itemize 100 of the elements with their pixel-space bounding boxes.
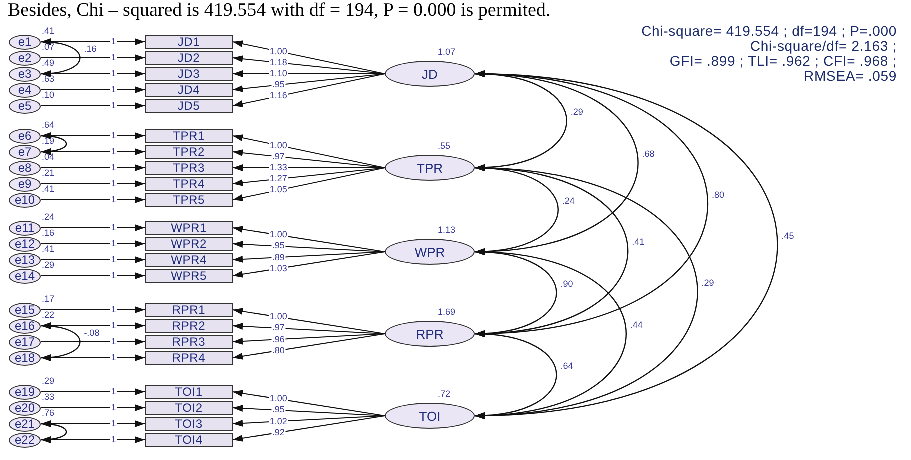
- error-circle: e16: [9, 318, 41, 334]
- edge-label: 1.00: [268, 230, 288, 240]
- indicator-box: TOI3: [145, 417, 233, 431]
- path-arrow: [40, 338, 146, 346]
- path-arrow: [40, 388, 146, 396]
- edge-label: 1.00: [268, 312, 288, 322]
- edge-label: 1: [110, 306, 118, 314]
- edge-label: 1: [110, 196, 118, 204]
- path-arrow: [232, 390, 386, 416]
- path-arrow: [232, 40, 386, 74]
- edge-label: 1: [110, 354, 118, 362]
- error-circle: e21: [9, 416, 41, 432]
- edge-label: .97: [271, 324, 286, 333]
- edge-label: 1.10: [268, 70, 288, 78]
- indicator-box: JD3: [145, 67, 233, 81]
- covariance-arrow: [474, 331, 558, 419]
- edge-label: 1: [110, 54, 118, 62]
- fit-statistics-text: GFI= .899 ; TLI= .962 ; CFI= .968 ;: [670, 54, 897, 69]
- indicator-box: TOI1: [145, 385, 233, 399]
- error-circle: e10: [9, 192, 41, 208]
- edge-label: 1.33: [268, 164, 288, 172]
- path-arrow: [232, 226, 386, 252]
- variance-label: .63: [42, 75, 55, 84]
- path-arrow: [40, 180, 146, 188]
- covariance-arrow: [40, 420, 68, 444]
- variance-label: .49: [42, 59, 55, 68]
- edge-label: 1: [110, 38, 118, 46]
- path-arrow: [232, 252, 386, 263]
- edge-label: .96: [271, 335, 286, 344]
- path-arrow: [232, 70, 386, 78]
- error-circle: e7: [9, 144, 41, 160]
- edge-label: 1.18: [268, 58, 288, 68]
- indicator-box: RPR1: [145, 303, 233, 317]
- edge-label: .29: [700, 279, 716, 288]
- edge-label: 1: [110, 70, 118, 78]
- path-arrow: [232, 334, 386, 360]
- error-circle: e19: [9, 384, 41, 400]
- fit-statistics-text: Chi-square/df= 2.163 ;: [750, 39, 897, 54]
- variance-label: .29: [42, 377, 55, 386]
- indicator-box: WPR5: [145, 269, 233, 283]
- variance-label: .24: [42, 213, 55, 222]
- covariance-arrow: [40, 132, 68, 156]
- error-circle: e2: [9, 50, 41, 66]
- error-circle: e22: [9, 432, 41, 448]
- indicator-box: JD1: [145, 35, 233, 49]
- variance-label: .17: [42, 295, 55, 304]
- error-circle: e8: [9, 160, 41, 176]
- error-circle: e5: [9, 98, 41, 114]
- variance-label: .21: [42, 169, 55, 178]
- error-circle: e14: [9, 268, 41, 284]
- variance-label: .29: [42, 261, 55, 270]
- variance-label: .10: [42, 91, 55, 100]
- path-arrow: [40, 404, 146, 412]
- covariance-arrow: [40, 323, 81, 361]
- error-circle: e4: [9, 82, 41, 98]
- indicator-box: JD4: [145, 83, 233, 97]
- path-arrow: [232, 56, 386, 74]
- edge-label: 1: [110, 164, 118, 172]
- path-arrow: [40, 224, 146, 232]
- edge-label: .95: [271, 80, 286, 90]
- edge-label: .92: [271, 428, 286, 438]
- edge-label: 1.00: [268, 47, 288, 56]
- path-arrow: [232, 134, 386, 168]
- edge-label: .44: [629, 321, 644, 330]
- path-arrow: [232, 416, 386, 442]
- path-arrow: [40, 272, 146, 280]
- edge-label: 1: [110, 436, 118, 444]
- path-arrow: [40, 256, 146, 264]
- edge-label: 1: [110, 132, 118, 140]
- indicator-box: TOI2: [145, 401, 233, 415]
- indicator-box: TPR5: [145, 193, 233, 207]
- edge-label: 1: [110, 388, 118, 396]
- error-circle: e15: [9, 302, 41, 318]
- indicator-box: TPR4: [145, 177, 233, 191]
- error-circle: e18: [9, 350, 41, 366]
- variance-label: .19: [42, 137, 55, 146]
- edge-label: .45: [780, 232, 796, 241]
- indicator-box: RPR4: [145, 351, 233, 365]
- fit-statistics-text: Chi-square= 419.554 ; df=194 ; P=.000: [642, 24, 897, 39]
- variance-label: .55: [438, 142, 451, 151]
- variance-label: .33: [42, 393, 55, 402]
- edge-label: 1.03: [268, 264, 288, 274]
- error-circle: e9: [9, 176, 41, 192]
- path-arrow: [232, 150, 386, 168]
- fit-statistics-text: RMSEA= .059: [804, 69, 897, 84]
- edge-label: 1.02: [268, 417, 288, 426]
- indicator-box: RPR2: [145, 319, 233, 333]
- path-arrow: [232, 168, 386, 202]
- indicator-box: WPR2: [145, 237, 233, 251]
- variance-label: 1.07: [438, 48, 456, 57]
- indicator-box: RPR3: [145, 335, 233, 349]
- edge-label: .29: [570, 108, 584, 117]
- indicator-box: TOI4: [145, 433, 233, 447]
- indicator-box: WPR1: [145, 221, 233, 235]
- edge-label: 1: [110, 148, 118, 156]
- path-arrow: [232, 168, 386, 186]
- variance-label: .22: [42, 311, 55, 320]
- latent-ellipse: TOI: [385, 403, 475, 429]
- variance-label: .64: [42, 121, 55, 130]
- path-arrow: [40, 86, 146, 94]
